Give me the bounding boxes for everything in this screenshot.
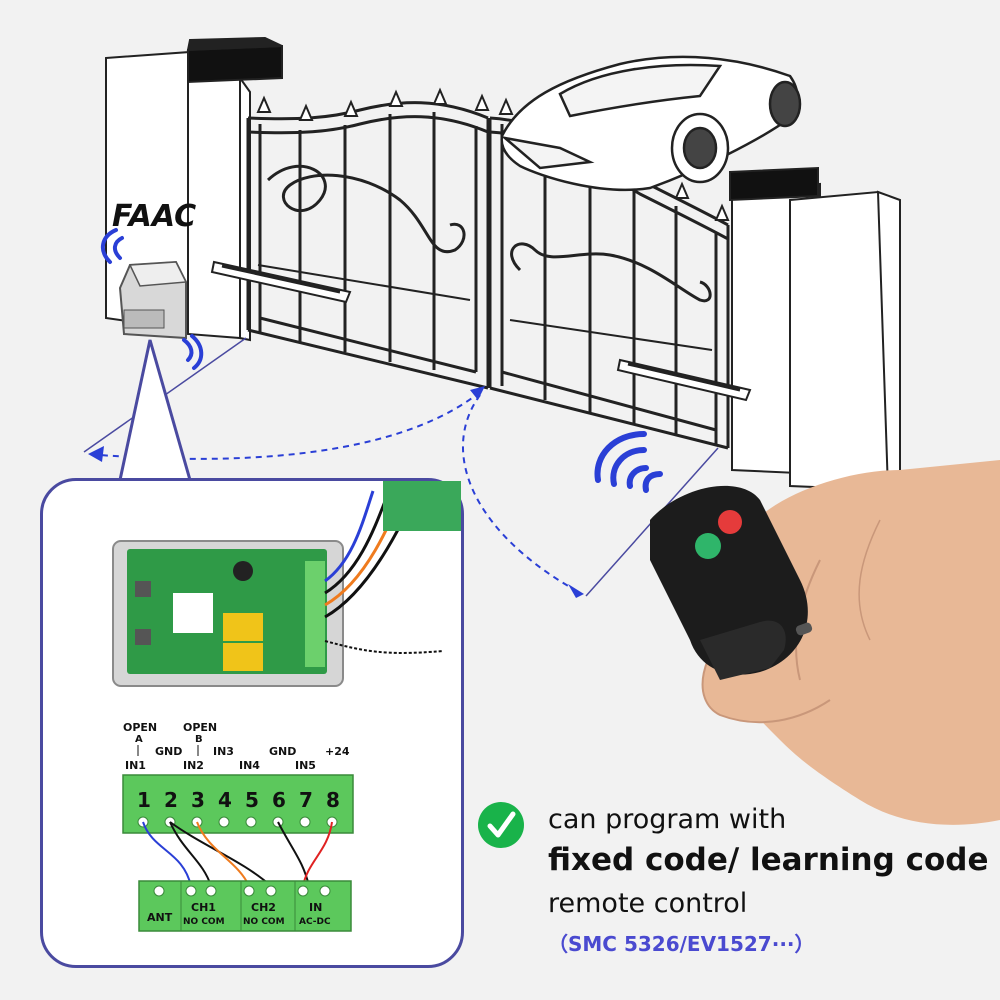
learn-button [135,581,151,597]
receiver-board-drawing: OPEN A OPEN B GND IN3 GND +24 IN1 IN2 IN… [112,481,461,932]
relay-1 [223,613,263,641]
hand [701,460,1000,825]
terminal-1: 1 [137,788,151,812]
label-in-sub: AC-DC [299,917,331,927]
terminal-3: 3 [191,788,205,812]
remote-control [650,485,813,680]
screw-terminal-block [305,561,325,667]
terminal-8: 8 [326,788,340,812]
label-plus24: +24 [325,745,350,758]
relay-2 [223,643,263,671]
label-ch1-sub: NO COM [183,917,225,927]
receiver-inset: OPEN A OPEN B GND IN3 GND +24 IN1 IN2 IN… [40,478,464,968]
right-actuator-arm [616,358,752,402]
feature-callout: can program with fixed code/ learning co… [478,796,988,966]
left-actuator-arm [210,260,352,304]
antenna-wire [324,640,444,654]
terminal-2: 2 [164,788,178,812]
label-in5: IN5 [295,759,316,772]
label-b: B [195,734,203,745]
label-ant: ANT [147,911,173,924]
feature-line-3: remote control [548,888,748,919]
left-pillar [105,36,283,342]
feature-line-2: fixed code/ learning code [548,842,989,878]
label-ch2-sub: NO COM [243,917,285,927]
wifi-signal-icon [100,228,204,370]
label-in2: IN2 [183,759,204,772]
output-terminal-strip [138,880,352,932]
car-outline [500,55,802,192]
terminal-5: 5 [245,788,259,812]
label-a: A [135,734,143,745]
label-in4: IN4 [239,759,260,772]
label-ch1: CH1 [191,901,216,914]
label-in3: IN3 [213,745,234,758]
remote-signal-icon [594,431,663,493]
feature-line-4: （SMC 5326/EV1527···） [548,932,815,956]
checkmark-icon [478,802,524,848]
receiver-pcb [127,549,327,674]
terminal-6: 6 [272,788,286,812]
label-open-b: OPEN [183,721,217,734]
terminal-7: 7 [299,788,313,812]
label-gnd-1: GND [155,745,182,758]
terminal-4: 4 [218,788,232,812]
label-gnd-2: GND [269,745,296,758]
label-in1: IN1 [125,759,146,772]
rf-module [173,593,213,633]
label-in: IN [309,901,322,914]
feature-line-1: can program with [548,804,787,835]
reset-button [135,629,151,645]
swing-arc [99,391,576,591]
swing-arrow-heads [88,386,584,598]
right-pillar [729,166,901,492]
label-open-a: OPEN [123,721,157,734]
faac-logo: FAAC [112,199,196,234]
capacitor [233,561,253,581]
left-gate [246,101,490,390]
left-gate-spikes [256,87,490,121]
controller-board-corner [383,481,461,531]
gate-motor [118,260,188,340]
input-terminal-strip [122,774,354,834]
label-ch2: CH2 [251,901,276,914]
